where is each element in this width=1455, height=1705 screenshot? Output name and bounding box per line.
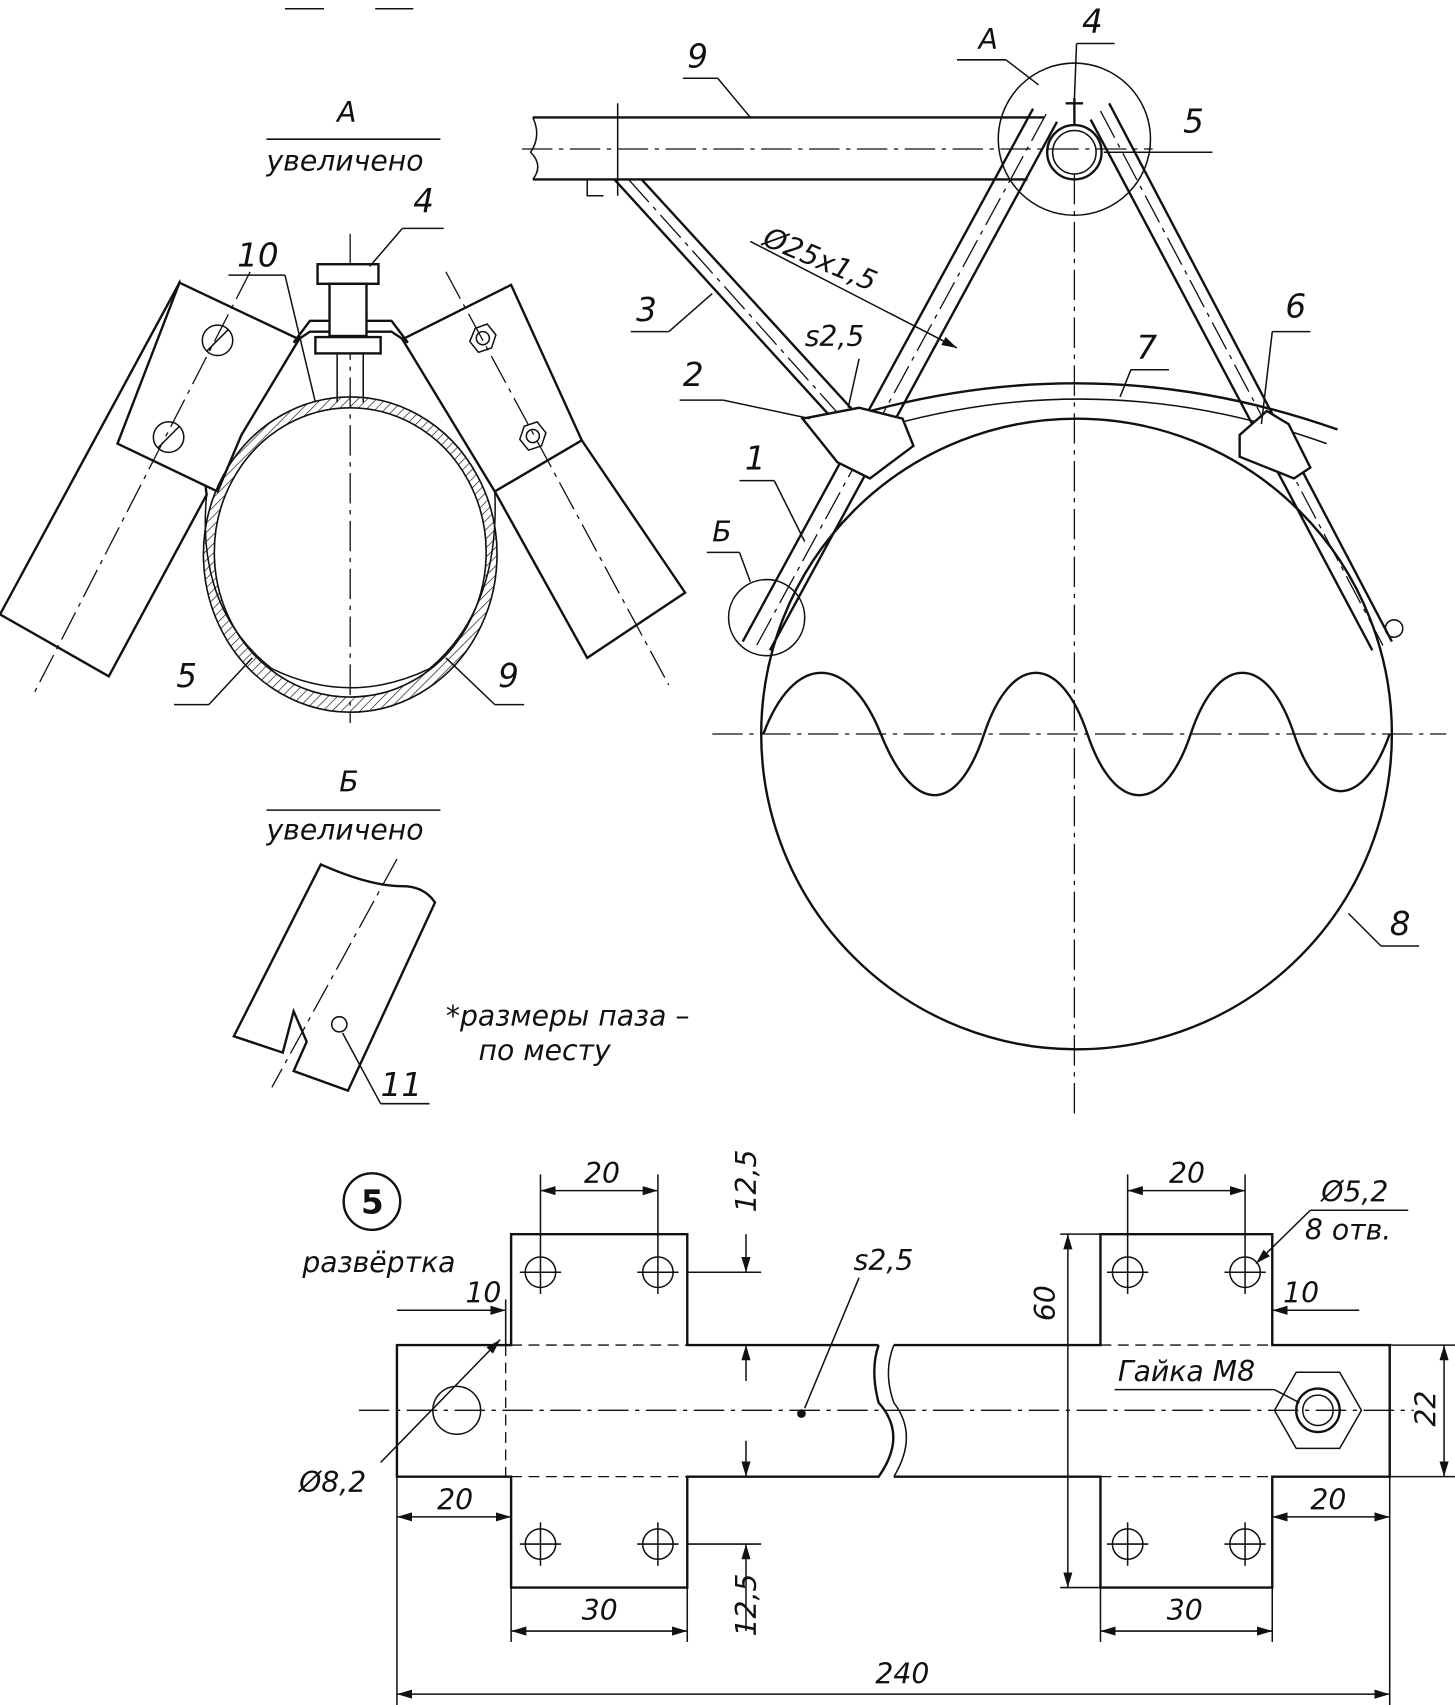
part-number: 5 <box>361 1184 384 1222</box>
part-number-circle <box>342 1172 402 1232</box>
detail-b-note-line2: по месту <box>478 1034 611 1067</box>
leg-right <box>1089 102 1393 651</box>
detail-a-callout-9: 9 <box>498 657 519 695</box>
hole-dia-label: Ø5,2 <box>1320 1176 1388 1209</box>
dim-20-bottom-right: 20 <box>1310 1483 1346 1516</box>
assembly-callout-1: 1 <box>745 440 766 478</box>
view-a-label: А <box>977 23 998 56</box>
assembly-callout-3: 3 <box>636 291 657 329</box>
big-hole-dia: Ø8,2 <box>298 1466 366 1499</box>
dim-30-right: 30 <box>1167 1594 1203 1627</box>
dim-20-bottom-left: 20 <box>437 1483 473 1516</box>
detail-a-left-strip <box>0 271 301 697</box>
dim-30-left: 30 <box>582 1594 618 1627</box>
assembly-callout-8: 8 <box>1390 905 1411 943</box>
assembly-callout-7: 7 <box>1136 329 1157 367</box>
assembly-callout-9: 9 <box>687 37 708 75</box>
detail-a-subtitle: увеличено <box>265 145 423 178</box>
dim-22: 22 <box>1409 1391 1442 1427</box>
detail-a-pipe <box>202 233 498 724</box>
nut-m8 <box>1273 1371 1363 1450</box>
detail-a-title: А <box>335 96 356 129</box>
detail-a-callout-10: 10 <box>237 236 278 274</box>
dim-10-left: 10 <box>465 1277 501 1310</box>
detail-a-right-strip <box>400 271 687 686</box>
gusset-6 <box>1238 409 1312 480</box>
detail-b-title: Б <box>339 766 358 799</box>
detail-a-callout-4: 4 <box>413 182 434 220</box>
dim-10-right: 10 <box>1283 1277 1319 1310</box>
hole-count-label: 8 отв. <box>1305 1214 1391 1247</box>
development-view: 5 развёртка 20 12,5 s2,5 20 Ø5,2 8 отв. <box>298 1149 1455 1705</box>
development-title: развёртка <box>301 1246 455 1279</box>
mounting-holes <box>519 1174 1266 1566</box>
view-b-label: Б <box>712 516 731 549</box>
detail-a: А увеличено 4 10 5 9 <box>0 96 687 724</box>
detail-b-callout-11: 11 <box>381 1066 423 1104</box>
tube-size-label: Ø25x1,5 <box>758 220 882 298</box>
assembly-callout-2: 2 <box>683 356 704 394</box>
dim-12-5-top: 12,5 <box>730 1149 763 1212</box>
assembly-callout-6: 6 <box>1285 288 1306 326</box>
dim-20-top-left: 20 <box>584 1157 620 1190</box>
big-hole <box>432 1385 482 1436</box>
dim-240: 240 <box>875 1657 929 1690</box>
dim-60: 60 <box>1029 1285 1062 1321</box>
dim-12-5-bottom: 12,5 <box>730 1574 763 1637</box>
detail-b: Б увеличено 11 *размеры паза – по месту <box>232 766 690 1105</box>
nut-label: Гайка М8 <box>1118 1355 1255 1388</box>
dim-20-top-right: 20 <box>1169 1157 1205 1190</box>
detail-b-subtitle: увеличено <box>265 813 423 846</box>
assembly-thickness-label: s2,5 <box>805 320 865 353</box>
detail-a-bolt <box>292 263 409 403</box>
gusset-2 <box>800 406 915 480</box>
thickness-label: s2,5 <box>854 1244 914 1277</box>
assembly-callout-5: 5 <box>1183 103 1204 141</box>
assembly-callout-4: 4 <box>1082 3 1103 41</box>
detail-a-callout-5: 5 <box>176 657 197 695</box>
detail-b-note-line1: *размеры паза – <box>446 999 690 1032</box>
view-b-circle <box>727 578 806 657</box>
strut-3 <box>613 178 855 425</box>
leg-left-1 <box>741 108 1059 651</box>
